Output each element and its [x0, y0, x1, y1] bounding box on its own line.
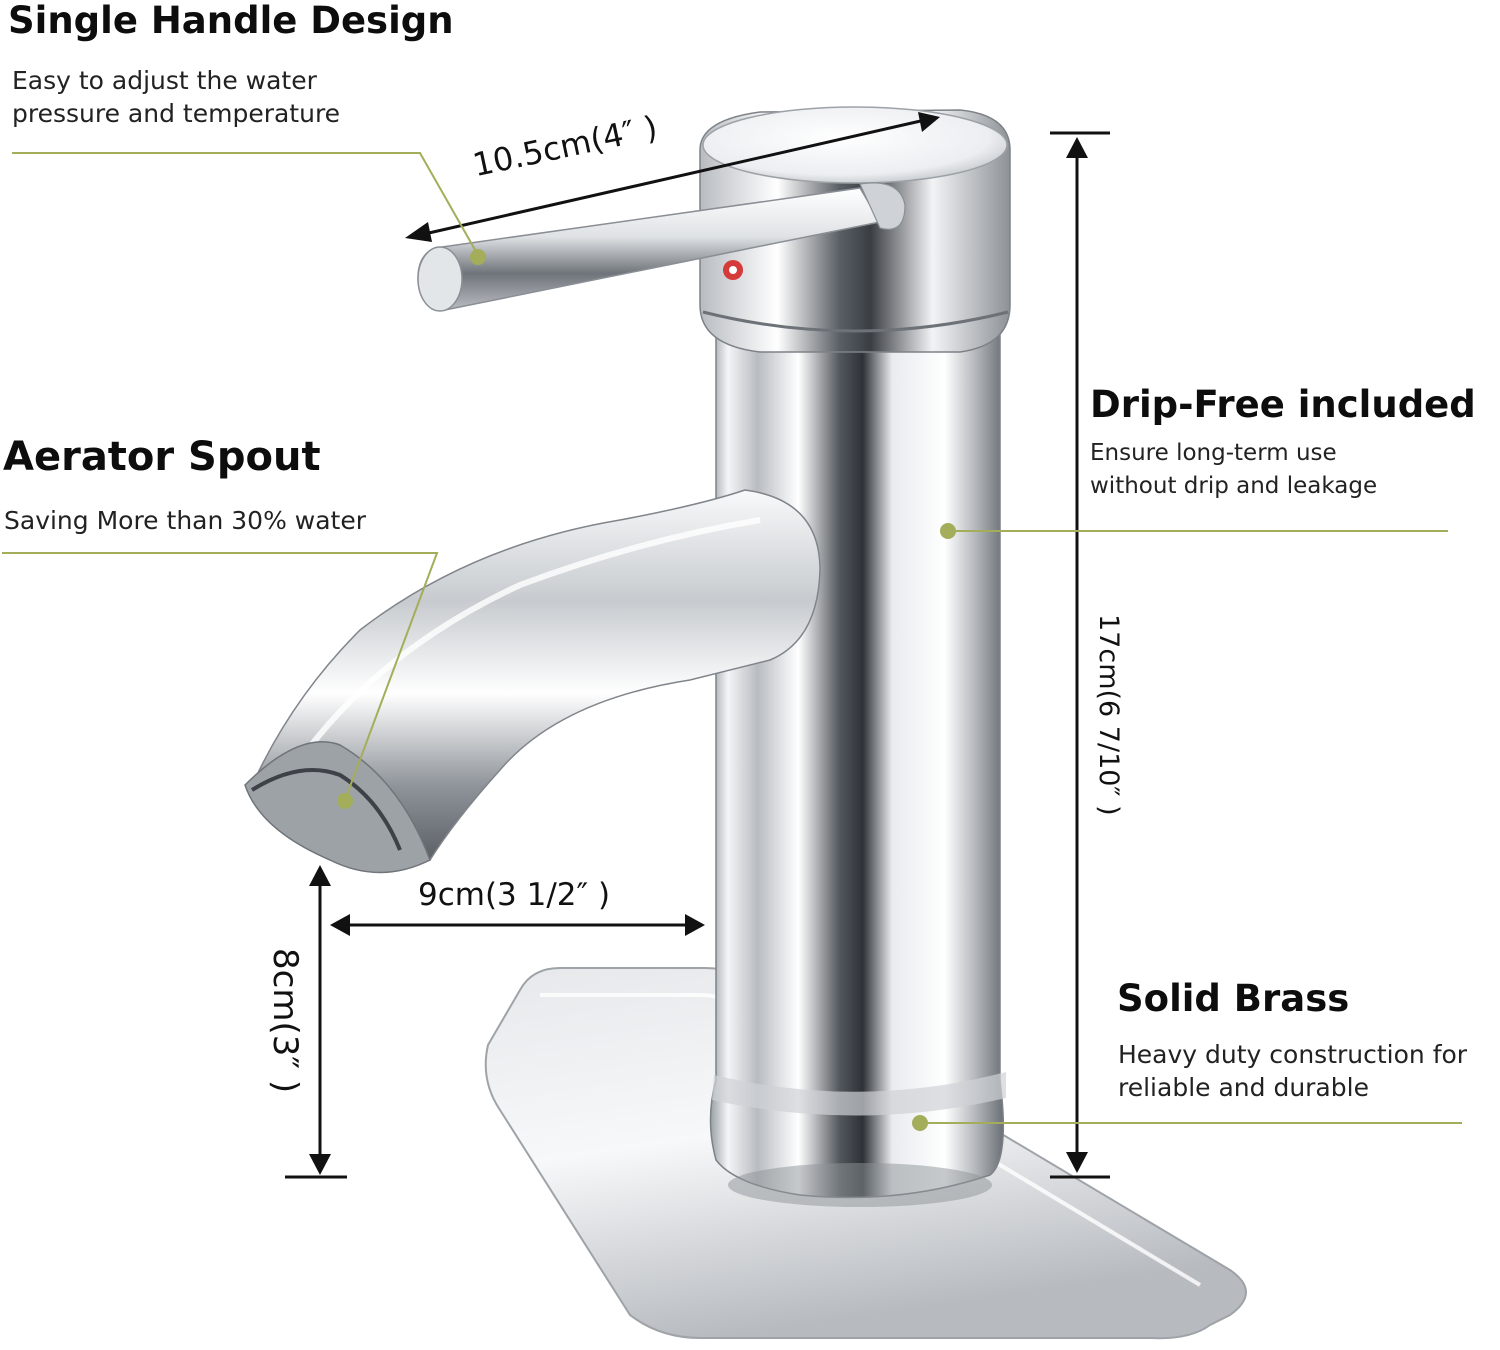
leader-lines [2, 152, 1462, 1124]
handle-title: Single Handle Design [8, 0, 454, 42]
brass-title: Solid Brass [1117, 977, 1350, 1020]
spout-reach-label: 9cm(3 1/2″ ) [418, 877, 611, 913]
leader-spout [2, 552, 439, 801]
handle-description: Easy to adjust the water pressure and te… [12, 66, 341, 128]
leader-dot-handle [470, 249, 486, 265]
dripfree-description: Ensure long-term use without drip and le… [1090, 440, 1378, 499]
brass-description: Heavy duty construction for reliable and… [1118, 1040, 1468, 1102]
spout-height-dimension [285, 865, 347, 1179]
spout-title: Aerator Spout [3, 434, 321, 480]
dimension-lines [285, 112, 1110, 1179]
spout [244, 489, 821, 874]
spout-description: Saving More than 30% water [4, 506, 367, 535]
handle-length-dimension [405, 112, 940, 242]
leader-dot-spout [337, 793, 353, 809]
leader-dot-brass [912, 1115, 928, 1131]
spout-reach-dimension [330, 914, 705, 936]
total-height-label: 17cm(6 7/10″ ) [1093, 614, 1124, 816]
total-height-dimension [1050, 131, 1110, 1179]
faucet-body [709, 319, 1006, 1207]
mixer-cap [699, 106, 1011, 353]
spout-height-label: 8cm(3″ ) [265, 948, 305, 1094]
dripfree-title: Drip-Free included [1090, 383, 1476, 426]
leader-handle [12, 152, 479, 256]
leader-dot-dripfree [940, 523, 956, 539]
lever-handle [417, 182, 906, 312]
